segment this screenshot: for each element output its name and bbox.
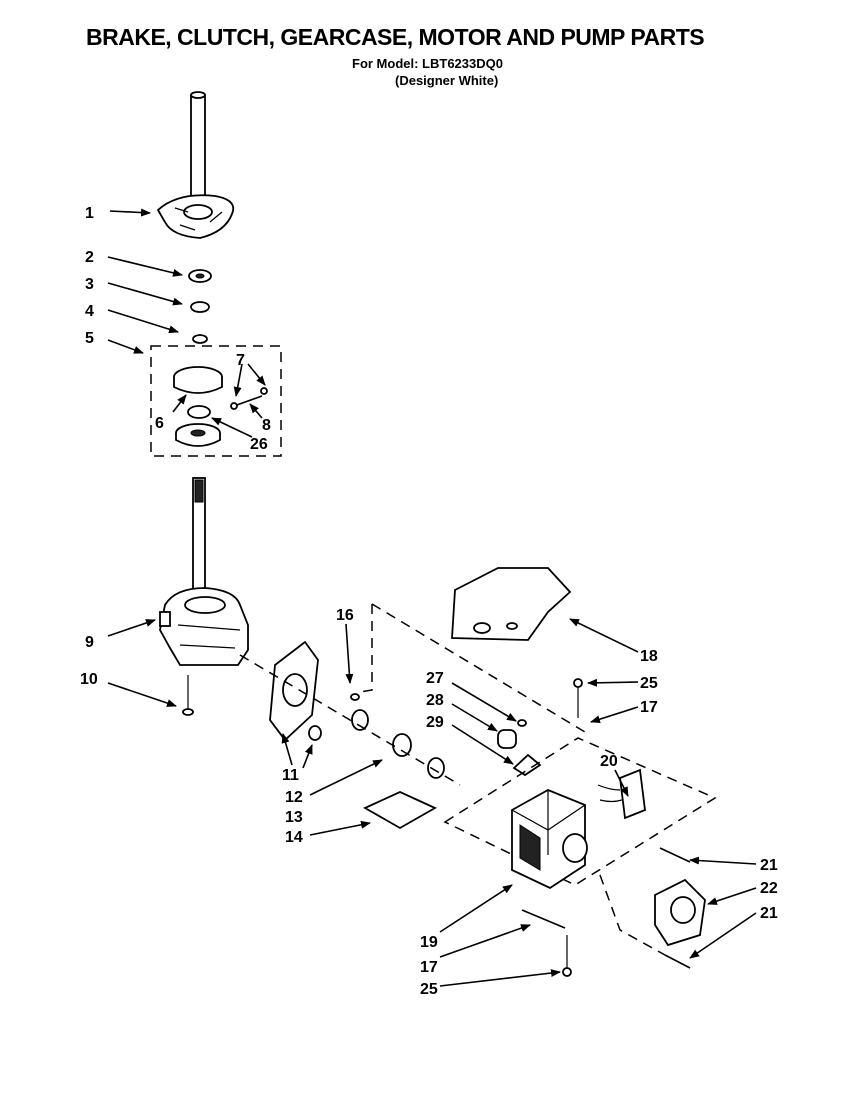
callout-6: 6 (155, 415, 164, 432)
bolt-part-25-bottom (562, 935, 572, 977)
brake-drum-part-5 (175, 423, 221, 447)
brake-band-part-6 (173, 366, 223, 394)
shield-part-18 (451, 567, 572, 641)
mounting-plate-part-11 (269, 640, 319, 742)
callout-16: 16 (336, 607, 354, 624)
callout-26: 26 (250, 436, 268, 453)
callout-8: 8 (262, 417, 271, 434)
bolt-part-25-top (573, 678, 583, 718)
wire-line (371, 603, 586, 733)
coupling-part-12 (308, 725, 322, 741)
model-color: (Designer White) (395, 73, 499, 88)
pump-hose-line (599, 874, 666, 956)
brake-cam-part-1 (156, 194, 235, 239)
hub-part-26 (187, 405, 211, 419)
callout-22: 22 (760, 880, 778, 897)
callout-10: 10 (80, 671, 98, 688)
brake-assembly-box (150, 345, 282, 457)
callout-19: 19 (420, 934, 438, 951)
callout-11: 11 (282, 767, 299, 784)
motor-part-19 (511, 789, 588, 890)
clip-part-16 (350, 604, 373, 701)
callout-13: 13 (285, 809, 303, 826)
callout-21-upper: 21 (760, 857, 778, 874)
callout-29: 29 (426, 714, 444, 731)
callout-17-top: 17 (640, 699, 658, 716)
screw-part-10 (182, 675, 194, 716)
leader-lines (107, 208, 757, 987)
drive-shaft-lower (192, 477, 206, 604)
callout-17-bottom: 17 (420, 959, 438, 976)
callout-7: 7 (236, 352, 245, 369)
callout-4: 4 (85, 303, 94, 320)
spring-part-7-8 (230, 387, 268, 410)
agitator-shaft-upper (190, 91, 206, 211)
callout-28: 28 (426, 692, 444, 709)
callout-21-lower: 21 (760, 905, 778, 922)
clamp-part-21-lower (664, 954, 691, 969)
callout-1: 1 (85, 205, 94, 222)
callout-14: 14 (285, 829, 303, 846)
ring-part-4 (192, 334, 208, 344)
callout-25-bottom: 25 (420, 981, 438, 998)
ring-part-3 (190, 301, 210, 313)
drive-axis-line (239, 654, 461, 786)
callout-25-top: 25 (640, 675, 658, 692)
callout-9: 9 (85, 634, 94, 651)
washer-part-2 (188, 269, 212, 283)
callout-27: 27 (426, 670, 444, 687)
callout-18: 18 (640, 648, 658, 665)
model-number: For Model: LBT6233DQ0 (352, 56, 503, 71)
callout-2: 2 (85, 249, 94, 266)
pump-part-22 (654, 878, 706, 947)
callout-5: 5 (85, 330, 94, 347)
clamp-part-21-upper (659, 847, 691, 863)
callout-20: 20 (600, 753, 618, 770)
switch-part-20 (597, 768, 646, 820)
strap-part-17-lower (521, 909, 566, 929)
callout-3: 3 (85, 276, 94, 293)
callout-12: 12 (285, 789, 303, 806)
pad-part-14 (363, 791, 437, 830)
page-title: BRAKE, CLUTCH, GEARCASE, MOTOR AND PUMP … (86, 24, 705, 50)
gearcase-part-9 (159, 587, 249, 666)
capacitor-parts-27-29 (497, 719, 542, 777)
